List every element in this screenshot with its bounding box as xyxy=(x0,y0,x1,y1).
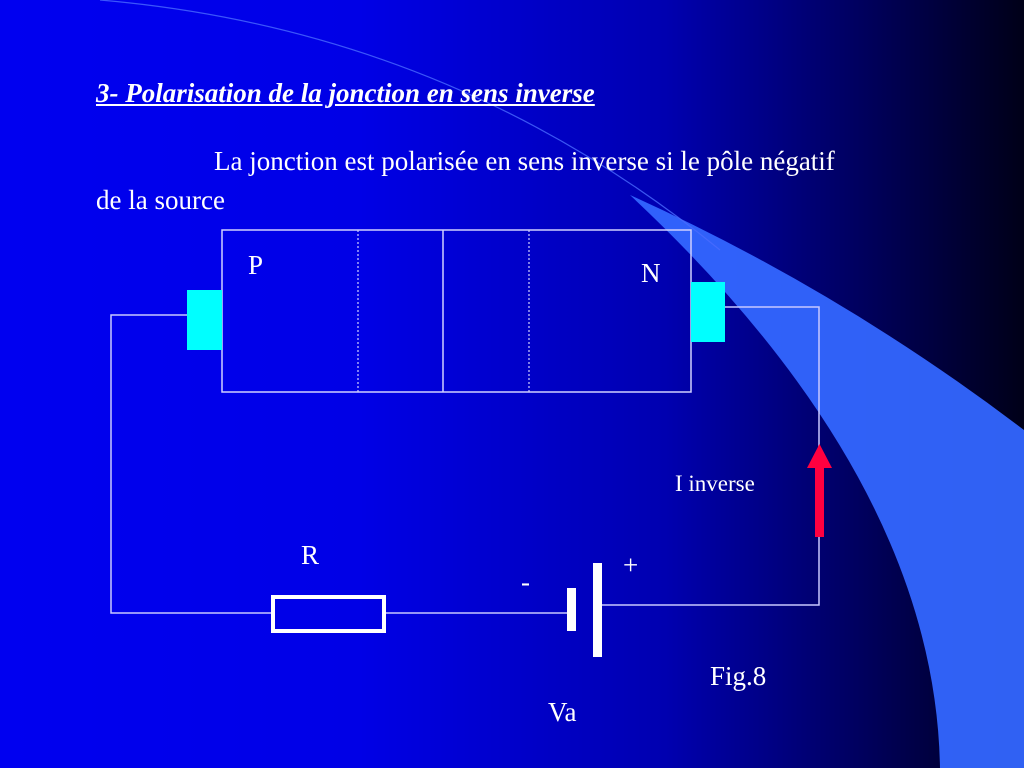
battery-positive-plate xyxy=(593,563,602,657)
slide-title: 3- Polarisation de la jonction en sens i… xyxy=(96,78,595,108)
current-arrow-icon xyxy=(807,444,832,537)
current-label: I inverse xyxy=(675,471,755,496)
battery-positive-label: + xyxy=(623,550,639,580)
n-region-label: N xyxy=(641,258,661,288)
battery-name-label: Va xyxy=(548,697,577,727)
slide-body-text: La jonction est polarisée en sens invers… xyxy=(96,146,835,215)
p-electrode xyxy=(187,290,222,350)
battery-negative-plate xyxy=(567,588,576,631)
resistor-symbol xyxy=(271,595,386,633)
circuit-wires xyxy=(110,306,820,614)
battery-negative-label: - xyxy=(521,567,530,597)
p-region-label: P xyxy=(248,250,264,280)
swoosh-line xyxy=(99,0,721,251)
pn-junction xyxy=(221,229,692,393)
n-electrode xyxy=(691,282,725,342)
swoosh-shape xyxy=(630,195,1024,768)
figure-caption: Fig.8 xyxy=(710,661,767,691)
resistor-label: R xyxy=(301,540,320,570)
